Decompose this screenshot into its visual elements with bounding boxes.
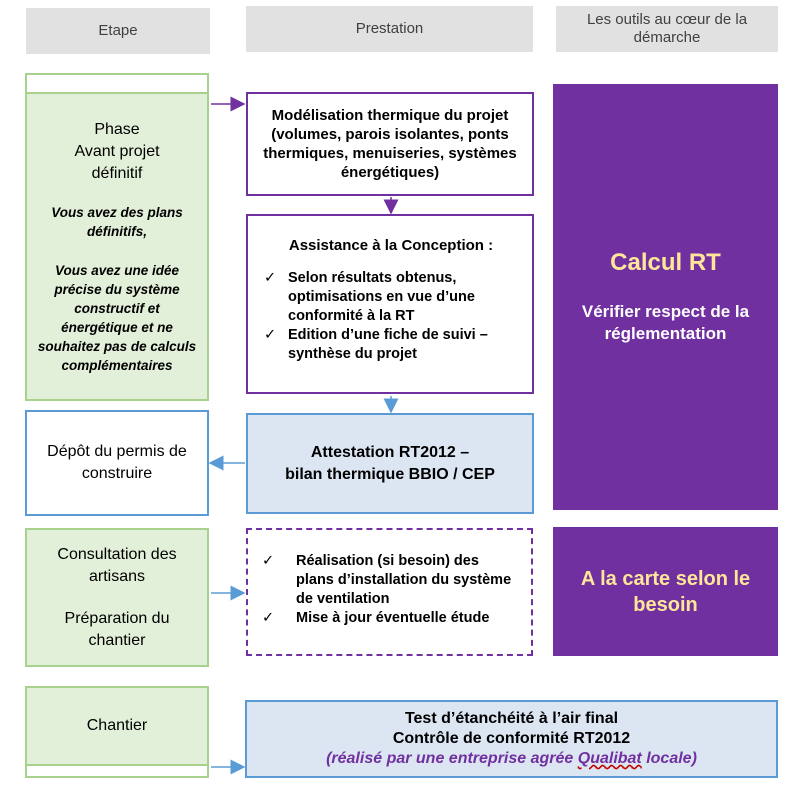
tool-calcul-rt: Calcul RT Vérifier respect de la régleme… [553,84,778,510]
step-bottom-cap [25,764,209,778]
assistance-item-text: Selon résultats obtenus, optimisations e… [288,270,475,324]
service-certificate: Attestation RT2012 – bilan thermique BBI… [246,413,534,514]
phase-title-line2: Avant projet [74,142,160,160]
preparation-label: Préparation du chantier [64,609,170,649]
modeling-text: Modélisation thermique du projet (volume… [263,107,517,181]
test-note-qualibat: Qualibat [577,750,642,767]
phase-title-line3: définitif [91,164,143,182]
list-item: ✓ Edition d’une fiche de suivi – synthèse… [262,326,520,364]
header-tools-label: Les outils au cœur de la démarche [586,11,748,46]
calc-subtitle: Vérifier respect de la réglementation [581,302,750,343]
check-icon: ✓ [262,553,275,569]
assistance-title: Assistance à la Conception : [288,237,494,254]
step-permit: Dépôt du permis de construire [25,410,209,516]
optional-item-text: Réalisation (si besoin) des plans d’inst… [296,553,512,607]
step-consultation: Consultation des artisans Préparation du… [25,528,209,667]
assistance-list: ✓ Selon résultats obtenus, optimisations … [262,269,520,364]
step-phase: Phase Avant projet définitif Vous avez d… [25,92,209,401]
test-line2: Contrôle de conformité RT2012 [392,730,631,747]
certificate-line2: bilan thermique BBIO / CEP [285,465,495,483]
calc-title: Calcul RT [610,249,721,276]
optional-list: ✓ Réalisation (si besoin) des plans d’ins… [260,552,519,628]
check-icon: ✓ [262,610,275,626]
alacarte-label: A la carte selon le besoin [580,567,751,616]
test-line1: Test d’étanchéité à l’air final [404,710,619,727]
header-step: Etape [26,8,210,54]
service-modeling: Modélisation thermique du projet (volume… [246,92,534,196]
header-step-label: Etape [98,22,138,39]
assistance-item-text: Edition d’une fiche de suivi – synthèse … [288,327,488,362]
step-site: Chantier [25,686,209,766]
test-note-before: (réalisé par une entreprise agrée [326,750,578,767]
tool-alacarte: A la carte selon le besoin [553,527,778,656]
optional-item-text: Mise à jour éventuelle étude [296,610,490,626]
permit-label: Dépôt du permis de construire [47,443,187,482]
service-optional: ✓ Réalisation (si besoin) des plans d’ins… [246,528,533,656]
list-item: ✓ Selon résultats obtenus, optimisations … [262,269,520,326]
phase-title: Phase Avant projet définitif [74,119,159,185]
test-note-after: locale) [641,750,697,767]
header-service-label: Prestation [355,20,424,37]
list-item: ✓ Réalisation (si besoin) des plans d’ins… [260,552,519,609]
header-service: Prestation [246,6,533,52]
check-icon: ✓ [264,270,277,286]
site-label: Chantier [86,717,148,734]
service-assistance: Assistance à la Conception : ✓ Selon résu… [246,214,534,394]
check-icon: ✓ [264,327,277,343]
phase-note-system: Vous avez une idée précise du système co… [37,262,197,373]
service-test: Test d’étanchéité à l’air final Contrôle… [245,700,778,778]
list-item: ✓ Mise à jour éventuelle étude [260,609,519,628]
phase-title-line1: Phase [94,120,140,138]
phase-note-plans: Vous avez des plans définitifs, [51,204,183,239]
test-note: (réalisé par une entreprise agrée Qualib… [326,749,697,769]
header-tools: Les outils au cœur de la démarche [556,6,778,52]
consultation-label: Consultation des artisans [57,545,177,585]
certificate-line1: Attestation RT2012 – [310,443,470,461]
